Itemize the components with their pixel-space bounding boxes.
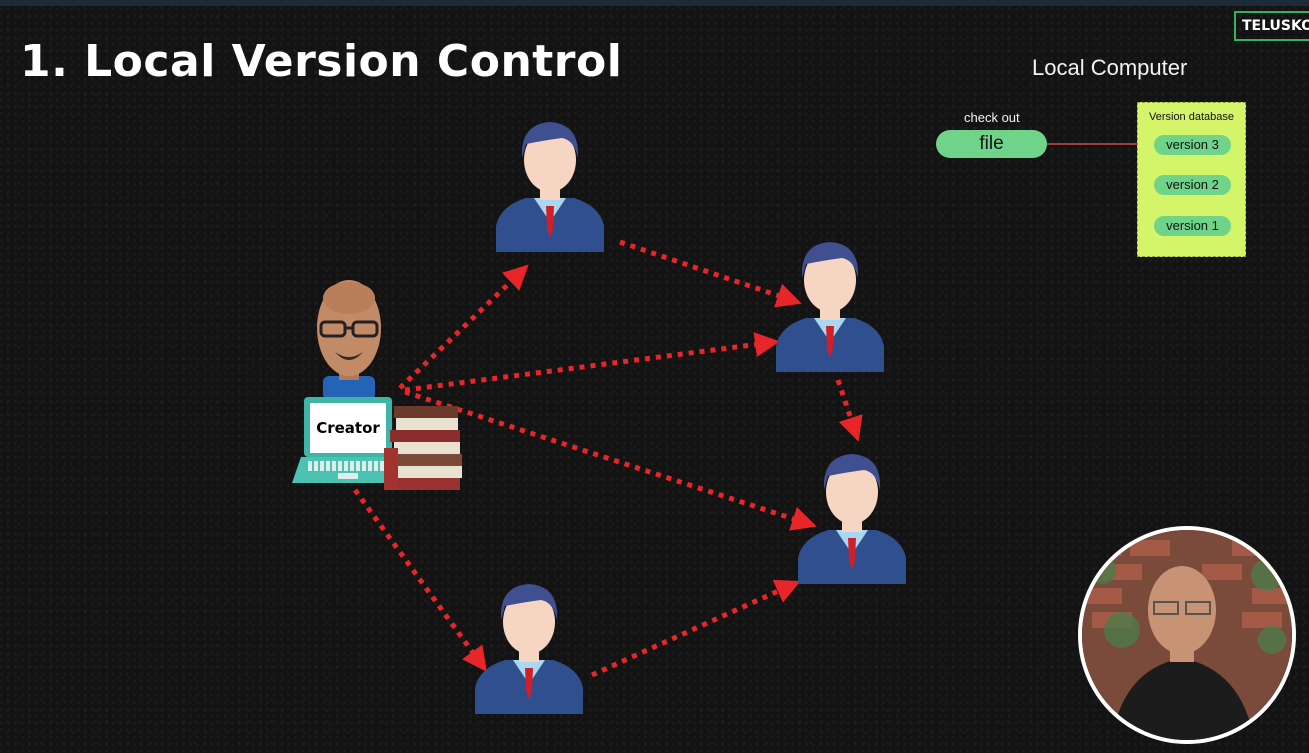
arrow-right-upper-to-right-lower [835,379,863,442]
person-avatar-icon [496,122,604,252]
person-avatar-icon [776,242,884,372]
laptop-display: Creator [310,403,386,453]
creator-label: Creator [316,419,380,437]
presenter-video-image [1082,530,1292,740]
local-computer-title: Local Computer [1032,55,1188,80]
version-item: version 2 [1154,175,1231,195]
arrow-creator-to-right-lower [404,389,817,531]
arrow-bottom-to-right-lower [590,579,801,678]
arrow-creator-to-right-upper [404,332,780,393]
arrow-creator-to-top [398,264,529,390]
brand-logo: TELUSKO [1234,11,1309,41]
books-icon [384,406,462,490]
creator-avatar-icon [317,280,381,400]
presenter-webcam [1078,526,1296,744]
person-avatar-icon [475,584,583,714]
person-avatar-icon [798,454,906,584]
version-database-title: Version database [1148,111,1234,123]
checkout-label: check out [964,110,1020,125]
version-database: Version database version 3 version 2 ver… [1137,102,1246,257]
arrow-top-to-right-upper [619,239,802,308]
laptop-screen: Creator [304,397,392,457]
slide-title: 1. Local Version Control [20,36,623,87]
arrow-creator-to-bottom [352,488,487,673]
version-item: version 1 [1154,216,1231,236]
top-strip [0,0,1309,6]
version-item: version 3 [1154,135,1231,155]
file-pill: file [936,130,1047,158]
